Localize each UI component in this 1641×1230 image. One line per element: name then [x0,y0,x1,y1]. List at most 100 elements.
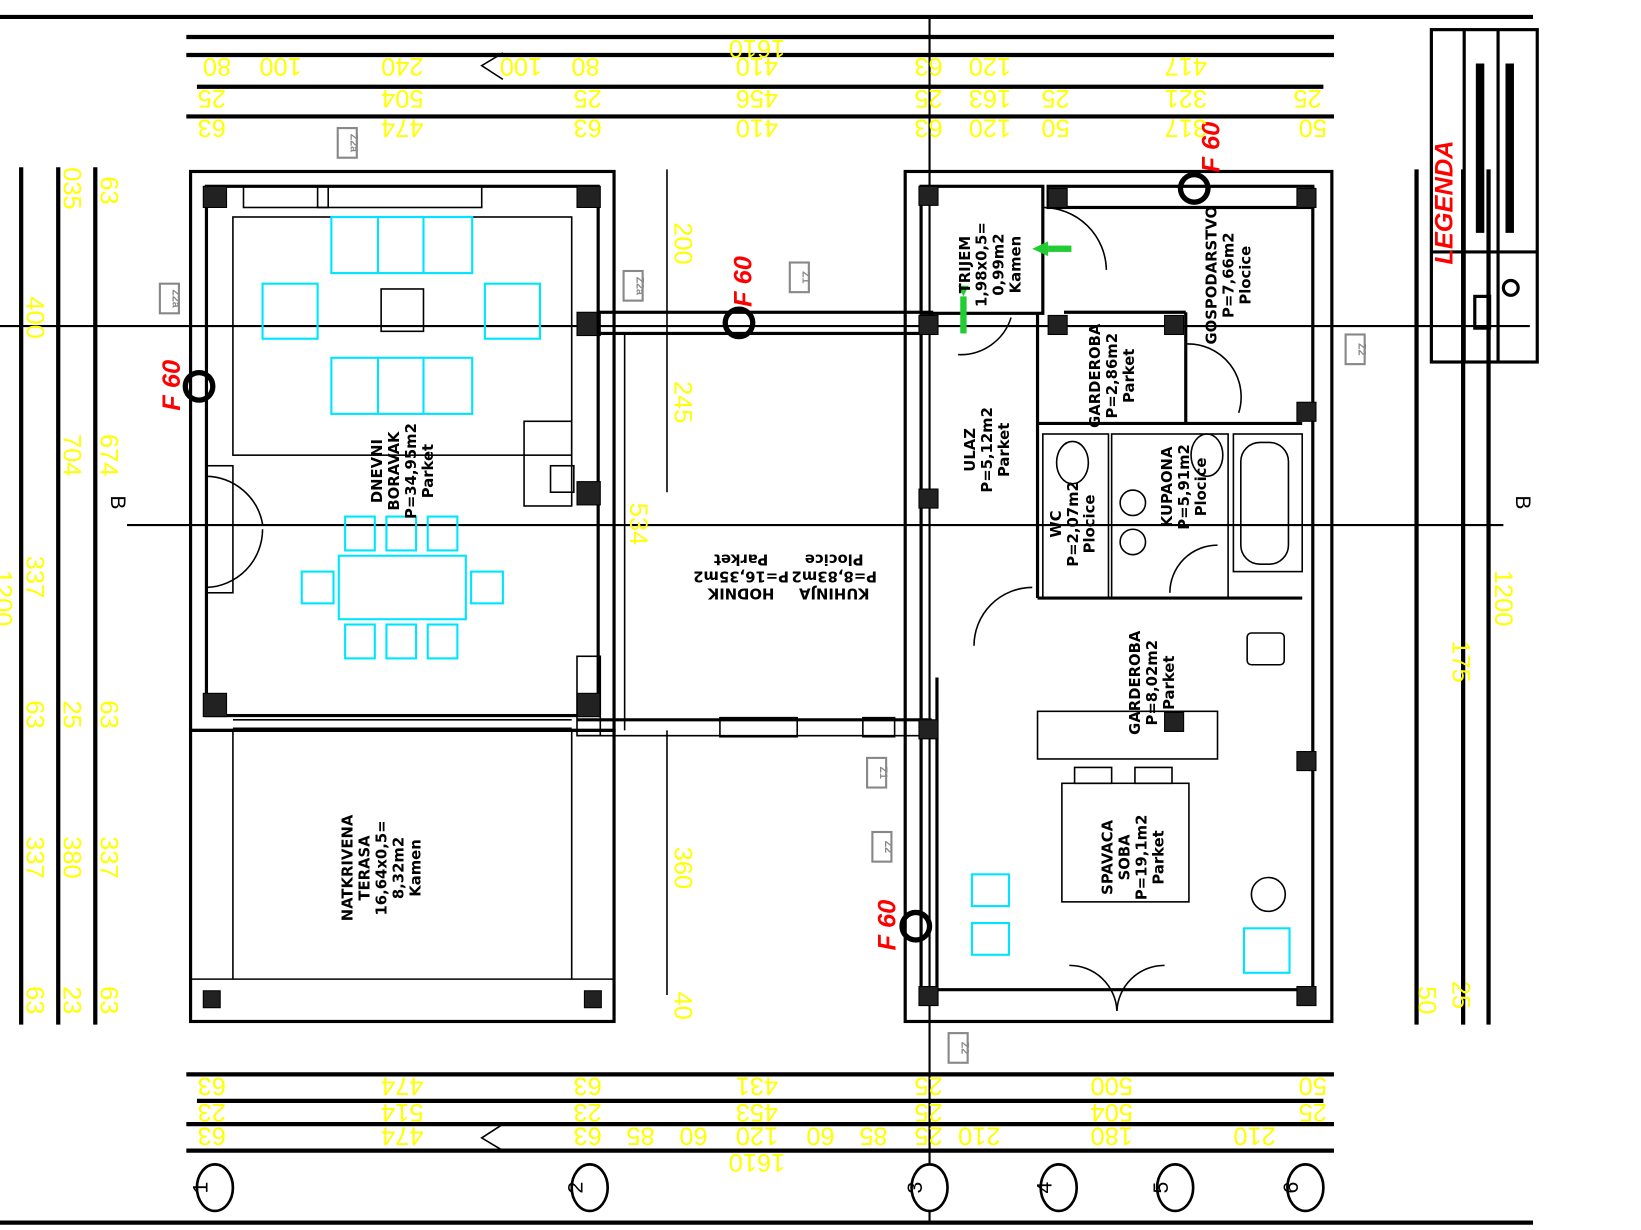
room-label-line: Parket [420,444,437,498]
dimension-total: 1610 [729,34,785,62]
axis-bubble [1039,1163,1079,1213]
dimension-label: 50 [1041,114,1069,142]
detail-tag-box [622,269,644,302]
dimension-label: 431 [736,1072,778,1100]
section-mark-right: B [1511,495,1534,509]
room-label-line: P=19,1m2 [1134,815,1151,901]
detail-tag-label: Z1 [800,271,812,283]
dimension-label: 50 [1413,986,1441,1014]
dimension-label: 704 [58,434,86,476]
room-label-line: P=2,07m2 [1065,481,1082,567]
dimension-label: 380 [58,836,86,878]
room-label-line: GOSPODARSTVO [1203,206,1220,345]
dimension-label: 337 [95,836,123,878]
dimension-label: 63 [914,114,942,142]
room-label-line: 1,98x0,5= [974,222,991,307]
dimension-label: 120 [736,1121,778,1149]
room-label-line: HODNIK [707,585,774,602]
room-label-line: 0,99m2 [991,233,1008,295]
dimension-label: 120 [969,114,1011,142]
dimension-label: 180 [1090,1121,1132,1149]
room-label-line: KUHINJA [798,585,869,602]
room-label-line: Plocice [1237,246,1254,305]
dimension-label: 175 [1447,640,1475,682]
room-label-line: TRIJEM [957,236,974,293]
dimension-label: 63 [95,700,123,728]
dimension-label: 410 [736,52,778,80]
dimension-label: 534 [624,503,652,545]
dimension-label: 120 [969,52,1011,80]
dimension-label: 417 [1165,52,1207,80]
detail-tag-label: Z2 [1355,343,1367,355]
furniture [261,215,1291,974]
room-label-line: DNEVNI [369,439,386,503]
dimension-label: 100 [259,52,301,80]
dimension-label: 63 [95,986,123,1014]
dimension-label: 410 [736,114,778,142]
living-room-walls [188,169,616,732]
dimension-label: 25 [573,84,601,112]
detail-tag-box [871,830,893,863]
detail-tag-box [947,1032,969,1064]
dimension-label: 337 [20,836,48,878]
dimension-label: 40 [668,991,696,1019]
dimension-label: 63 [914,52,942,80]
detail-tag-box [336,127,358,159]
dimension-label: 63 [198,114,226,142]
axis-label: 5 [1150,1182,1173,1194]
dimension-label: 100 [500,52,542,80]
legend-box: LEGENDA [1429,28,1539,364]
dimension-label: 23 [58,986,86,1014]
room-label-line: BORAVAK [386,431,403,511]
dimension-label: 504 [381,84,423,112]
fire-rating-label: F 60 [158,360,186,411]
dimension-label: 63 [95,176,123,204]
dimension-label: 317 [1165,114,1207,142]
dimension-label: 25 [1447,981,1475,1009]
dimension-label: 63 [198,1072,226,1100]
room-label-line: Plocice [1082,495,1099,554]
dimension-label: 1200 [0,570,17,626]
detail-tag-label: Z2a [347,134,359,152]
room-label-line: GARDEROBA [1127,630,1144,735]
dimension-label: 25 [1293,84,1321,112]
detail-tag-label: Z2a [170,289,182,307]
legend-title: LEGENDA [1431,141,1459,265]
dimension-label: 63 [198,1121,226,1149]
dimension-label: 245 [668,381,696,423]
detail-tag-label: Z2 [882,841,894,853]
top-dimension-lines [19,34,1491,1153]
dimension-label: 674 [95,434,123,476]
fire-markers: F 60 F 60 F 60 F 60 [158,122,1226,951]
terrace-walls [188,728,616,1024]
dimension-label: 25 [914,84,942,112]
room-label-line: P=2,86m2 [1104,333,1121,419]
dimension-label: 400 [20,296,48,338]
dimension-label: 63 [20,986,48,1014]
dimension-label: 85 [626,1121,654,1149]
fire-rating-label: F 60 [874,900,902,951]
room-label-line: WC [1048,510,1065,537]
detail-tag-box [866,756,888,789]
dimension-label: 85 [859,1121,887,1149]
right-wing-walls [903,169,1334,1024]
detail-tag-label: Z2a [633,277,645,295]
dimension-label: 63 [20,700,48,728]
room-label-line: SOBA [1117,834,1134,881]
room-label-line: 8,32m2 [390,837,407,899]
room-label-line: Parket [996,423,1013,477]
